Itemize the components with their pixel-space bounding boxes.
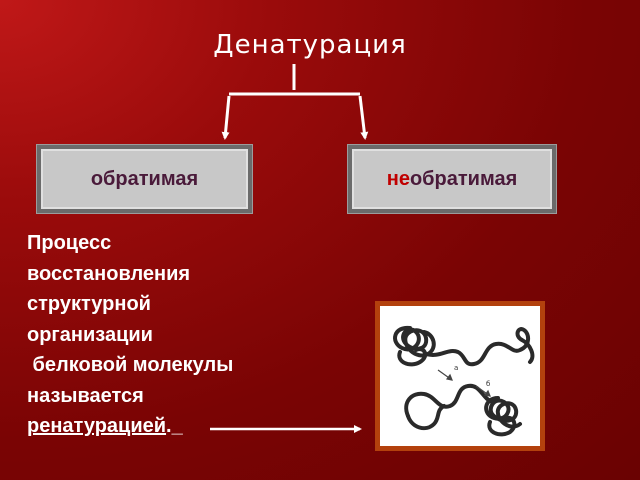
definition-line: восстановления	[27, 262, 191, 285]
reversible-box: обратимая	[37, 145, 252, 213]
fold-label-b: б	[486, 380, 490, 388]
definition-line: структурной	[27, 293, 151, 315]
left-branch-arrow	[221, 95, 231, 140]
definition-line: Процесс	[27, 232, 112, 254]
protein-chain-icon: a б	[393, 325, 535, 437]
renaturation-term: ренатурацией	[27, 415, 167, 437]
protein-folding-illustration-frame: a б	[375, 301, 545, 451]
definition-term-line: ренатурацией._	[27, 411, 317, 442]
reversible-label: обратимая	[90, 167, 199, 190]
protein-folding-illustration: a б	[380, 306, 540, 446]
renaturation-definition: Процесс восстановления структурной орган…	[27, 228, 317, 442]
definition-line: называется	[27, 384, 144, 407]
term-suffix: ._	[166, 415, 183, 437]
fold-label-a: a	[454, 364, 458, 372]
irreversible-label: обратимая	[409, 167, 518, 190]
definition-line: белковой молекулы	[27, 354, 234, 376]
diagram-title: Денатурация	[213, 30, 407, 60]
right-branch-arrow	[358, 95, 369, 140]
irreversible-negation-prefix: не	[386, 167, 410, 190]
definition-line: организации	[27, 323, 153, 346]
